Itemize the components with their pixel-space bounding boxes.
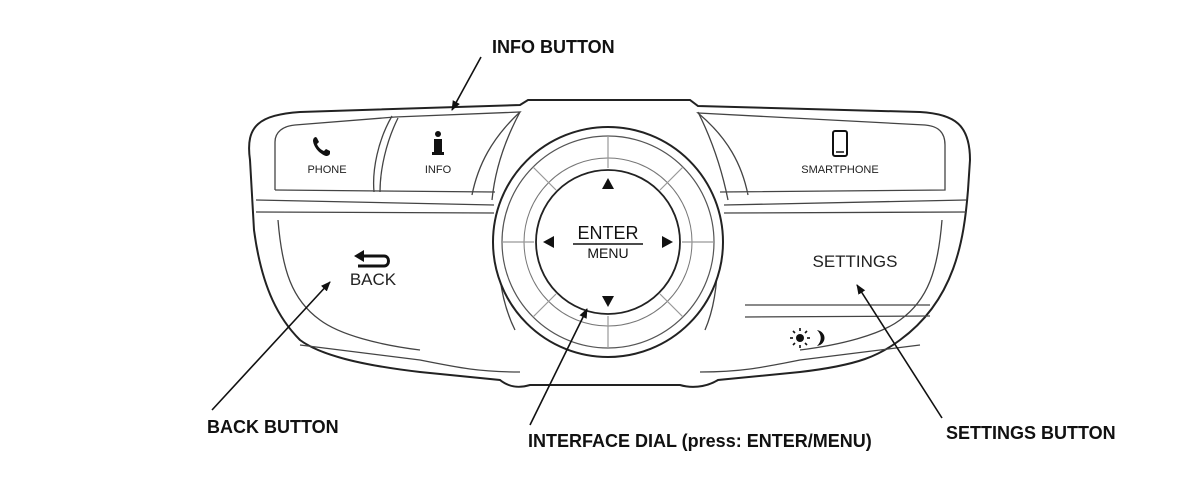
day-night-button[interactable]: [790, 328, 825, 348]
enter-label[interactable]: ENTER: [577, 223, 638, 243]
return-arrow-icon: [354, 250, 390, 268]
menu-label[interactable]: MENU: [587, 245, 628, 261]
leader-lines: [211, 56, 943, 426]
up-arrow-icon[interactable]: [602, 178, 614, 189]
back-button-callout: BACK BUTTON: [207, 417, 339, 437]
panel-surface-lines: [255, 111, 967, 373]
smartphone-button[interactable]: SMARTPHONE: [801, 130, 879, 176]
interface-dial[interactable]: ENTER MENU: [492, 126, 724, 358]
info-button-callout: INFO BUTTON: [492, 37, 615, 57]
back-leader-line: [211, 281, 331, 411]
info-label[interactable]: INFO: [425, 164, 452, 176]
info-button[interactable]: INFO: [425, 131, 452, 176]
info-leader-line: [451, 56, 482, 111]
phone-label[interactable]: PHONE: [307, 164, 346, 176]
settings-button[interactable]: SETTINGS: [812, 252, 897, 271]
phone-button[interactable]: PHONE: [307, 137, 347, 176]
info-i-icon: [432, 131, 444, 155]
phone-handset-icon: [313, 137, 330, 156]
right-arrow-icon[interactable]: [662, 236, 673, 248]
smartphone-icon: [832, 130, 848, 157]
sun-moon-icon: [790, 328, 825, 348]
back-label[interactable]: BACK: [350, 270, 397, 289]
settings-button-callout: SETTINGS BUTTON: [946, 423, 1116, 443]
settings-leader-line: [856, 284, 943, 419]
left-arrow-icon[interactable]: [543, 236, 554, 248]
down-arrow-icon[interactable]: [602, 296, 614, 307]
back-button[interactable]: BACK: [350, 250, 397, 289]
interface-dial-callout: INTERFACE DIAL (press: ENTER/MENU): [528, 431, 872, 451]
settings-label[interactable]: SETTINGS: [812, 252, 897, 271]
smartphone-label[interactable]: SMARTPHONE: [801, 164, 878, 176]
dial-leader-line: [529, 308, 588, 426]
